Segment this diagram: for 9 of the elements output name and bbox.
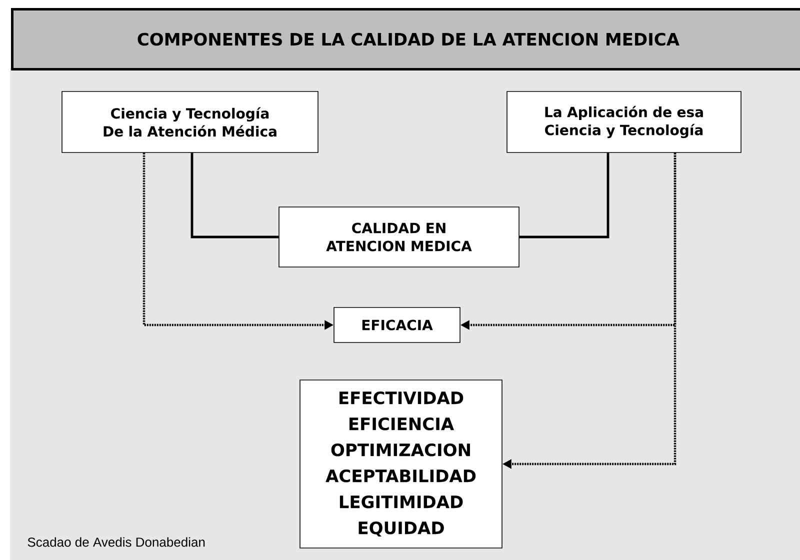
- text-box: EFECTIVIDAD EFICIENCIA OPTIMIZACION ACEPTABILIDAD LEGITIMIDAD EQUIDAD: [300, 380, 502, 548]
- text-box: La Aplicación de esa Ciencia y Tecnología: [506, 91, 742, 153]
- text-box: CALIDAD EN ATENCION MEDICA: [278, 206, 520, 268]
- connector: [519, 152, 610, 238]
- text-box: Ciencia y Tecnología De la Atención Médica: [62, 91, 318, 153]
- title-band: COMPONENTES DE LA CALIDAD DE LA ATENCION MEDICA: [11, 8, 800, 70]
- text-box: EFICACIA: [334, 307, 460, 343]
- connector: [190, 152, 279, 238]
- source-note: Scadao de Avedis Donabedian: [28, 537, 205, 547]
